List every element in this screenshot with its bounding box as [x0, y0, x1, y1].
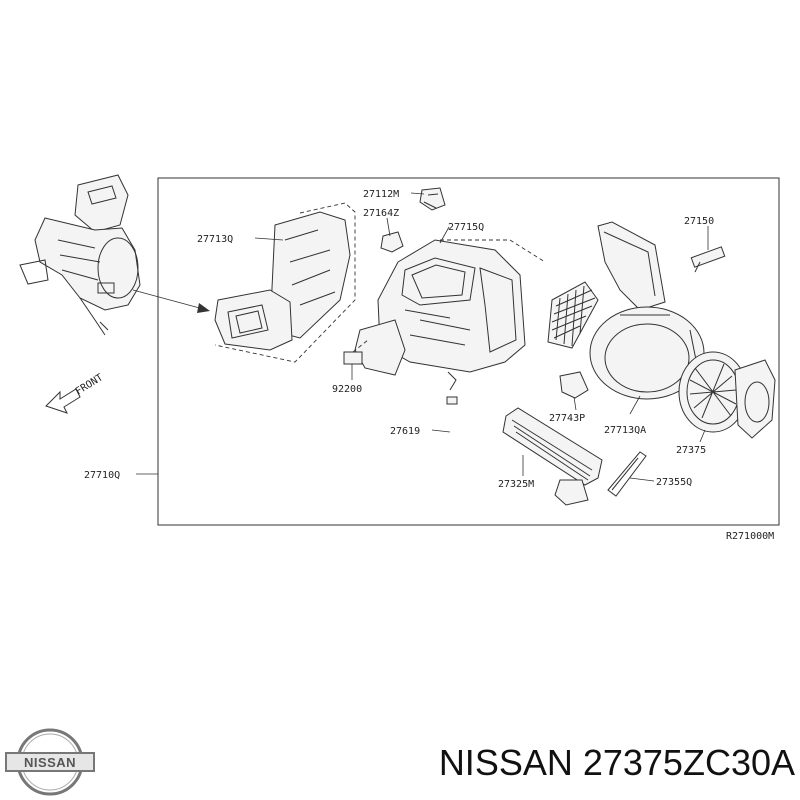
part-label-27112M: 27112M	[363, 189, 399, 200]
part-27355Q-clip	[607, 451, 647, 497]
location-arrow	[132, 289, 210, 313]
leader-lines	[136, 192, 709, 482]
nissan-logo-text: NISSAN	[24, 755, 76, 770]
front-label: FRONT	[74, 372, 105, 397]
part-label-27619: 27619	[390, 426, 420, 437]
part-label-27325M: 27325M	[498, 479, 534, 490]
front-direction-indicator: FRONT	[45, 372, 105, 414]
part-label-92200: 92200	[332, 384, 362, 395]
part-27375-blower-motor	[678, 351, 776, 439]
part-27150-resistor	[690, 246, 726, 273]
part-27619-hose	[446, 396, 488, 473]
part-27164Z-clip	[380, 231, 404, 253]
part-label-27713Q: 27713Q	[197, 234, 233, 245]
diagram-reference-code: R271000M	[726, 531, 774, 542]
nissan-logo: NISSAN	[5, 728, 95, 796]
part-27325M-core	[502, 407, 603, 506]
assembly-frame	[157, 177, 780, 526]
part-27713Q-housing	[214, 202, 356, 363]
part-label-27713QA: 27713QA	[604, 425, 646, 436]
part-label-27743P: 27743P	[549, 413, 585, 424]
part-27715Q-unit	[354, 239, 546, 391]
part-27112M-bracket	[419, 187, 446, 211]
part-label-27710Q: 27710Q	[84, 470, 120, 481]
part-27743P-actuator	[559, 371, 589, 399]
part-label-27355Q: 27355Q	[656, 477, 692, 488]
part-27713QA-case	[589, 221, 705, 400]
part-label-27164Z: 27164Z	[363, 208, 399, 219]
part-92200-block	[343, 339, 369, 365]
dashboard-context-sketch	[19, 174, 141, 336]
part-label-27375: 27375	[676, 445, 706, 456]
filter-mesh	[547, 281, 599, 349]
part-label-27715Q: 27715Q	[448, 222, 484, 233]
part-label-27150: 27150	[684, 216, 714, 227]
footer-title: NISSAN 27375ZC30A	[438, 742, 795, 783]
